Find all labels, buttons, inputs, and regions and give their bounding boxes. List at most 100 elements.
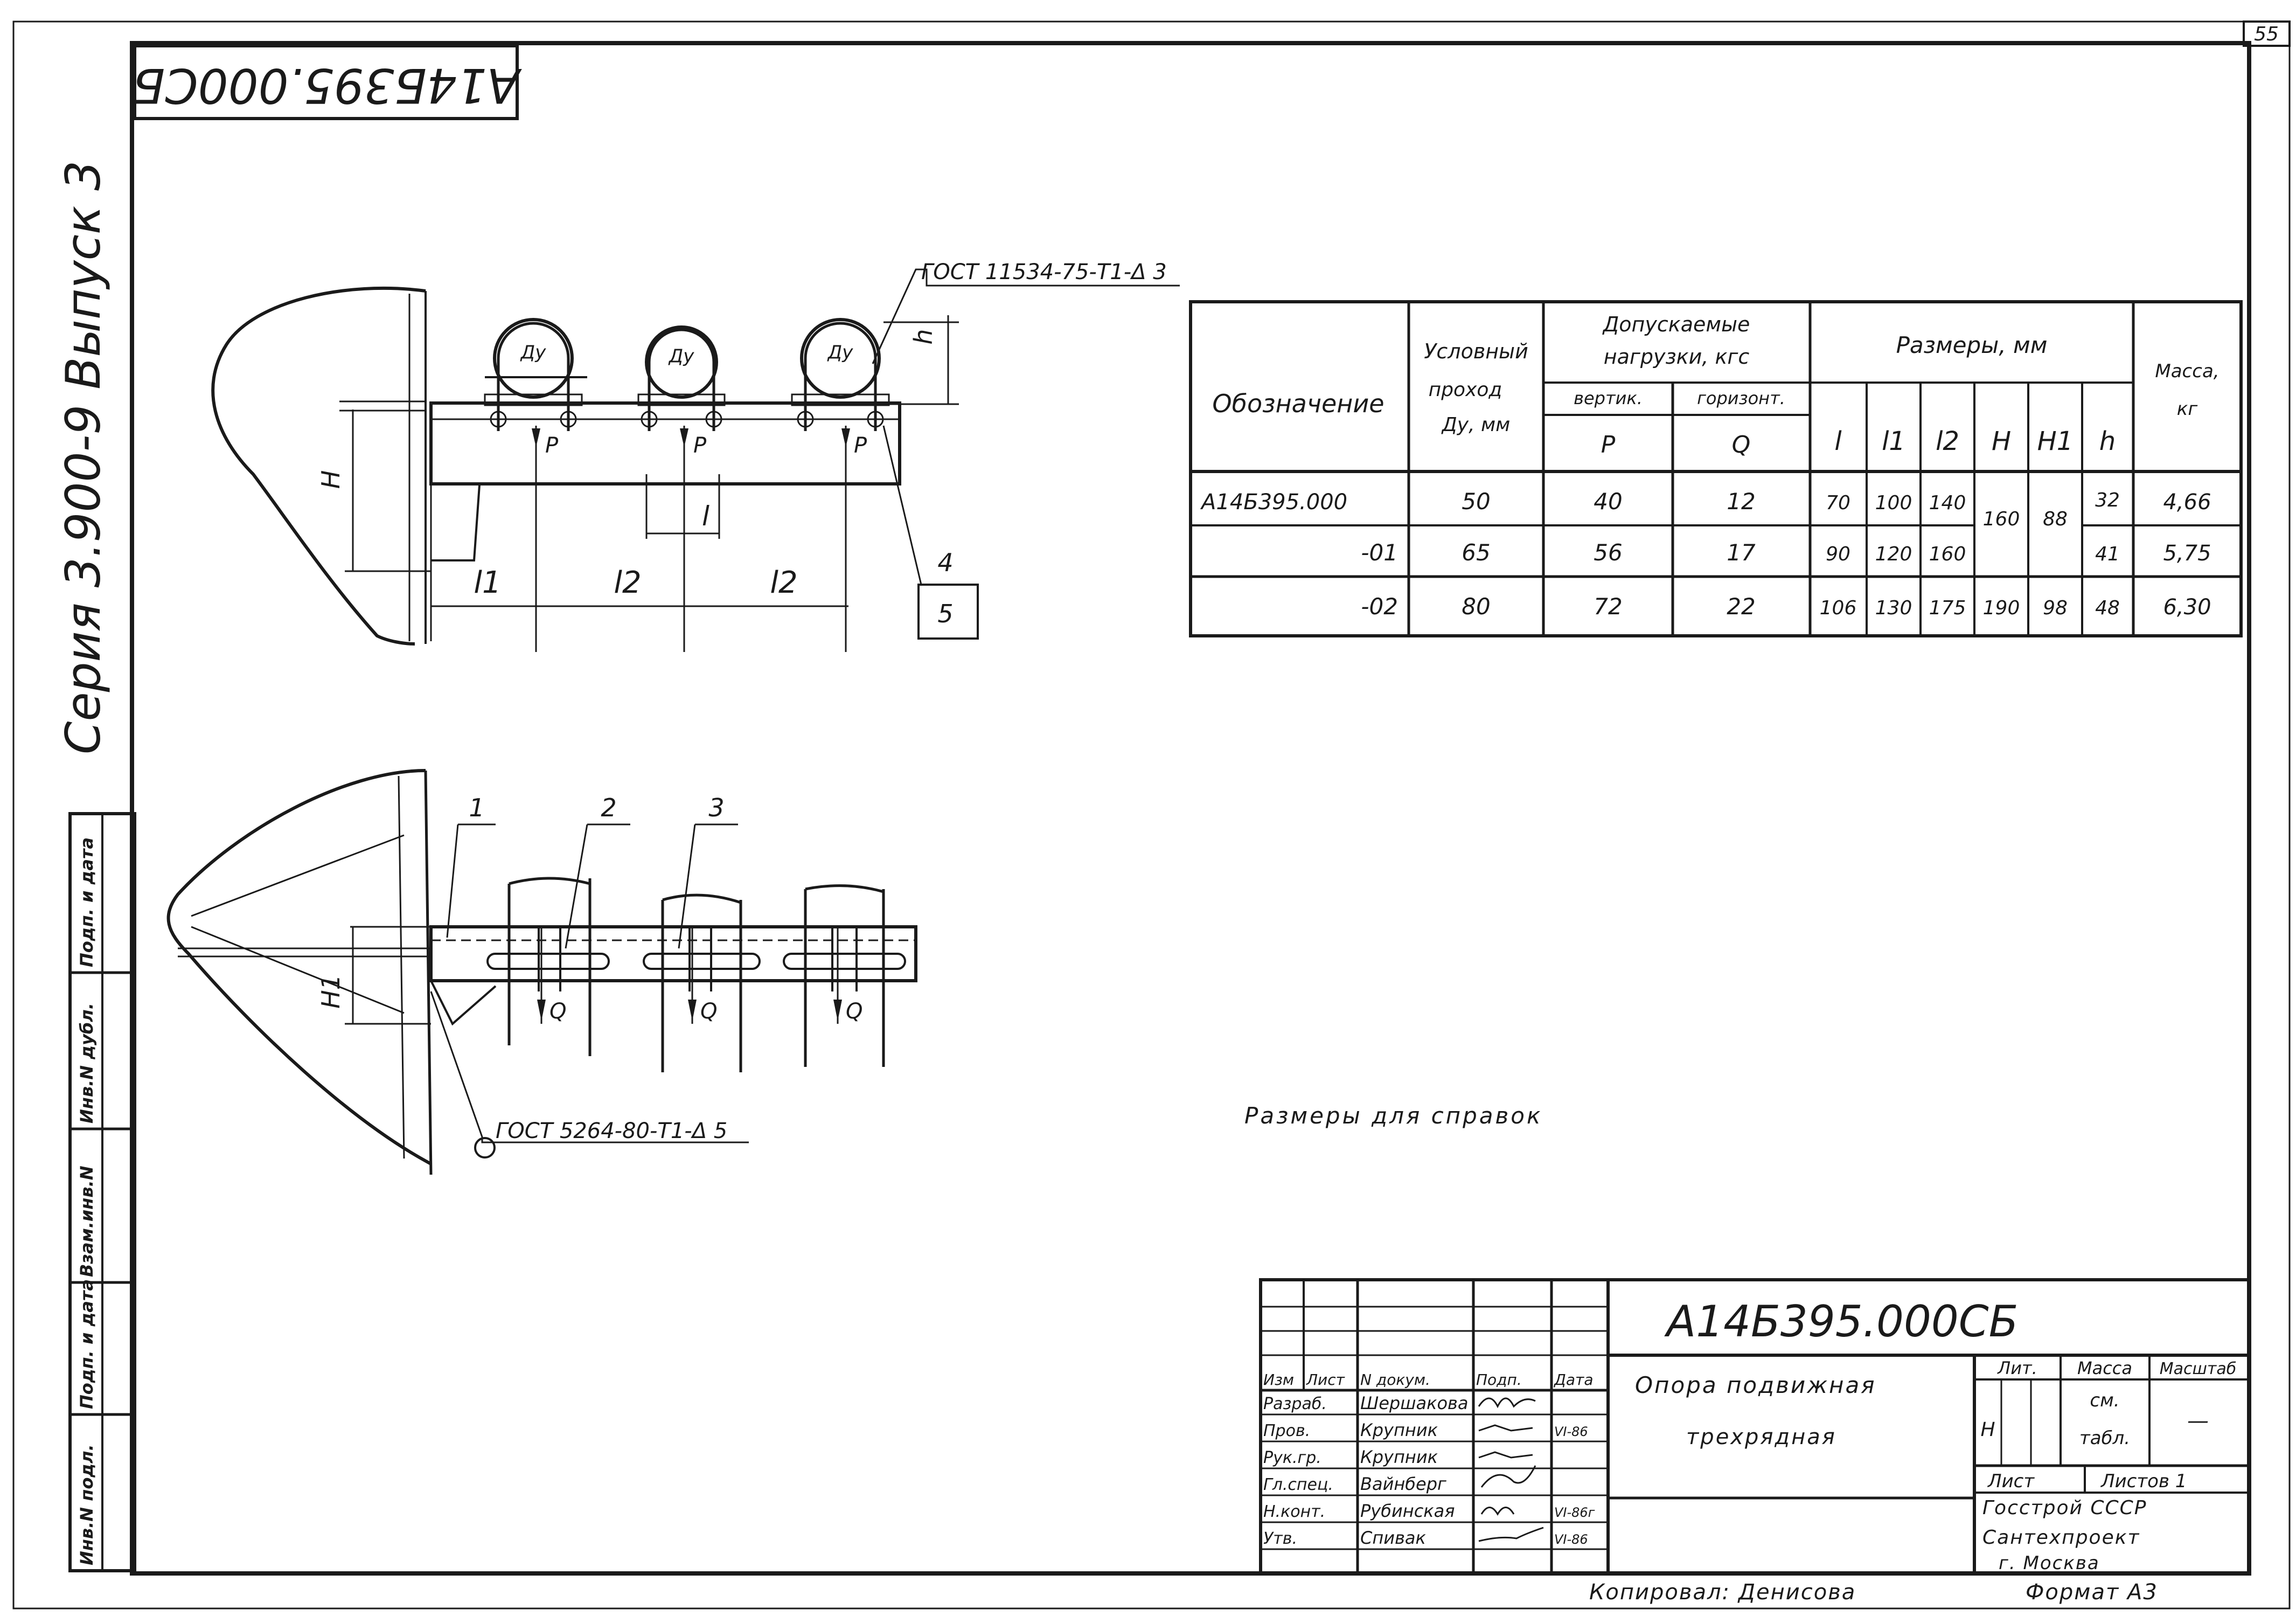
td-h: 32: [2095, 489, 2120, 511]
load-arrow-2: [680, 428, 688, 447]
side-stamp-sign-date-1: Подп. и дата: [76, 1279, 97, 1409]
title-code: А14Б395.000СБ: [1664, 1296, 2019, 1347]
weld-note-bottom: ГОСТ 5264-80-Т1-Δ 5: [496, 1119, 727, 1143]
signature-2: [1478, 1424, 1533, 1432]
name-utv: Спивак: [1360, 1528, 1427, 1548]
name-prov: Крупник: [1360, 1420, 1438, 1440]
th-h: h: [2099, 426, 2116, 456]
td-l1: 100: [1875, 492, 1912, 514]
th-dn-2: проход: [1429, 379, 1502, 401]
th-Q: Q: [1732, 431, 1751, 459]
td-H-merged: 160: [1983, 508, 2020, 530]
part-3-label: 3: [708, 793, 724, 822]
name-nkont: Рубинская: [1360, 1501, 1455, 1521]
col-sign: Подп.: [1476, 1371, 1522, 1389]
th-dn-3: Ду, мм: [1441, 414, 1511, 436]
role-razrab: Разраб.: [1263, 1395, 1327, 1413]
role-nkont: Н.конт.: [1263, 1502, 1325, 1521]
td-dn: 50: [1462, 488, 1490, 515]
org-2: Сантехпроект: [1982, 1527, 2140, 1549]
td-l1: 120: [1875, 543, 1912, 565]
footer-format: Формат А3: [2026, 1580, 2158, 1605]
td-mass: 6,30: [2163, 595, 2211, 620]
td-l: 70: [1826, 492, 1850, 514]
sheets-label: Листов 1: [2100, 1471, 2187, 1492]
dim-l: l: [702, 501, 709, 532]
th-loads-1: Допускаемые: [1602, 313, 1750, 336]
date-utv: VI-86: [1554, 1532, 1588, 1547]
signature-6: [1478, 1527, 1544, 1542]
td-P: 72: [1594, 593, 1622, 620]
part-2-label: 2: [601, 793, 616, 822]
th-H1: Н1: [2037, 426, 2074, 456]
load-P-2: Р: [693, 433, 707, 458]
th-mass-2: кг: [2177, 398, 2198, 420]
signature-3: [1478, 1451, 1533, 1459]
td-h: 48: [2095, 597, 2120, 619]
scale-label: Масштаб: [2160, 1360, 2237, 1378]
th-l2: l2: [1936, 426, 1959, 456]
u-bolt-clamp-3: [791, 318, 890, 431]
load-arrow-q1: [537, 1000, 546, 1021]
top-stamp-box: [133, 44, 519, 120]
th-mass-1: Масса,: [2155, 360, 2219, 382]
load-arrow-q3: [833, 1000, 842, 1021]
dn-label-1: Ду: [520, 342, 547, 363]
inner-frame: [130, 41, 2251, 1576]
org-1: Госстрой СССР: [1982, 1497, 2147, 1519]
td-H: 190: [1983, 597, 2020, 619]
weld-note-top: ГОСТ 11534-75-Т1-Δ 3: [921, 260, 1167, 285]
title-block: А14Б395.000СБ Опора подвижная трехрядная…: [1259, 1278, 2251, 1575]
series-label: Серия 3.900-9 Выпуск 3: [55, 161, 111, 754]
td-mass: 5,75: [2163, 541, 2211, 566]
dim-h: h: [909, 329, 938, 344]
th-l1: l1: [1882, 426, 1905, 456]
td-Q: 22: [1727, 593, 1755, 620]
top-stamp-text: А14Б395.000СБ: [133, 58, 522, 113]
reference-note: Размеры для справок: [1244, 1102, 1542, 1129]
td-l1: 130: [1875, 597, 1912, 619]
name-rukgr: Крупник: [1360, 1447, 1438, 1467]
td-designation: -02: [1361, 593, 1398, 620]
dn-label-3: Ду: [827, 342, 854, 363]
dim-l1: l1: [474, 565, 501, 600]
td-dn: 65: [1462, 539, 1490, 566]
th-H: Н: [1992, 426, 2011, 456]
signature-5: [1480, 1507, 1515, 1516]
td-l2: 160: [1929, 543, 1966, 565]
role-rukgr: Рук.гр.: [1263, 1448, 1321, 1467]
dn-label-2: Ду: [668, 345, 695, 367]
td-H1: 98: [2043, 597, 2068, 619]
td-designation: А14Б395.000: [1200, 490, 1347, 515]
part-5-label: 5: [937, 599, 953, 628]
load-Q-1: Q: [549, 999, 566, 1024]
load-Q-2: Q: [700, 999, 717, 1024]
page-number: 55: [2254, 23, 2279, 45]
u-bolt-clamp-2: [637, 325, 726, 431]
load-arrow-3: [841, 428, 850, 447]
th-loads-2: нагрузки, кгс: [1604, 345, 1750, 369]
title-name-2: трехрядная: [1686, 1425, 1836, 1449]
date-prov: VI-86: [1554, 1424, 1588, 1439]
col-date: Дата: [1553, 1371, 1594, 1389]
side-stamp-sign-date-2: Подп. и дата: [76, 837, 97, 967]
td-dn: 80: [1462, 593, 1490, 620]
dim-H1: Н1: [316, 974, 345, 1009]
signature-1: [1478, 1397, 1536, 1409]
side-stamp-inv-dupl: Инв.N дубл.: [76, 1003, 97, 1123]
mass-label: Масса: [2077, 1358, 2132, 1378]
td-P: 40: [1594, 488, 1622, 515]
spec-table: Обозначение Условный проход Ду, мм Допус…: [1189, 300, 2243, 637]
th-dn-1: Условный: [1424, 339, 1528, 363]
page-number-box: [2243, 20, 2291, 47]
th-designation: Обозначение: [1212, 389, 1384, 418]
lit-value: Н: [1980, 1419, 1995, 1441]
td-h: 41: [2095, 543, 2120, 565]
footer-copied: Копировал: Денисова: [1589, 1580, 1856, 1605]
td-mass: 4,66: [2163, 490, 2211, 515]
title-name-1: Опора подвижная: [1635, 1372, 1876, 1398]
td-H1-merged: 88: [2043, 508, 2068, 530]
td-designation: -01: [1361, 539, 1398, 566]
col-doc: N докум.: [1360, 1371, 1430, 1389]
role-glspec: Гл.спец.: [1263, 1475, 1333, 1494]
